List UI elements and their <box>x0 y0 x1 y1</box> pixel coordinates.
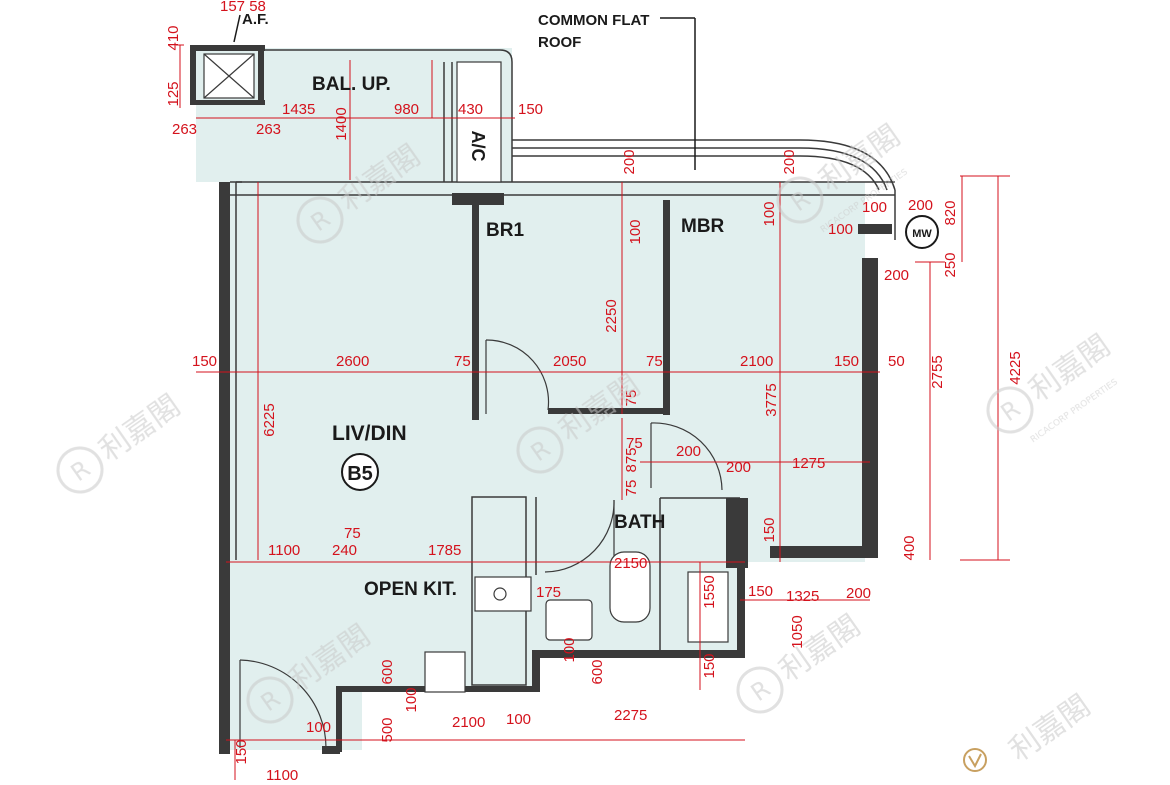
dim-75-door: 75 <box>626 435 643 452</box>
balcony-label: BAL. UP. <box>312 74 391 95</box>
dim-4225: 4225 <box>1007 351 1024 384</box>
fixtures <box>203 53 729 693</box>
dim-2250: 2250 <box>603 299 620 332</box>
dim-600-mid: 600 <box>589 659 606 684</box>
dim-1785: 1785 <box>428 542 461 559</box>
dim-820: 820 <box>942 200 959 225</box>
dim-200-right: 200 <box>884 267 909 284</box>
dim-150-door: 150 <box>233 739 250 764</box>
dim-200-door: 200 <box>676 443 701 460</box>
room-labels: A.F. COMMON FLAT ROOF BAL. UP. BR1 MBR L… <box>242 11 725 600</box>
br1-label: BR1 <box>486 220 524 241</box>
dim-200-mw: 200 <box>908 197 933 214</box>
watermark-logo: R <box>996 395 1026 428</box>
dim-50: 50 <box>888 353 905 370</box>
dim-2050: 2050 <box>553 353 586 370</box>
dim-75-bath: 75 <box>623 480 640 497</box>
dim-3775: 3775 <box>763 383 780 416</box>
dim-150-mbr: 150 <box>834 353 859 370</box>
dim-1400: 1400 <box>333 107 350 140</box>
dim-600-left: 600 <box>379 659 396 684</box>
dim-100-mbr: 100 <box>761 201 778 226</box>
common-flat-roof-label-line1: COMMON FLAT <box>538 12 649 29</box>
mw-label: MW <box>912 228 932 240</box>
watermark-5: R 利嘉閣 RICACORP PROPERTIES <box>986 328 1120 445</box>
dim-240: 240 <box>332 542 357 559</box>
dim-150-bath: 150 <box>761 517 778 542</box>
dimension-lines <box>176 44 1010 780</box>
dimension-texts-vertical: 410 125 1400 200 200 100 100 820 250 225… <box>165 25 1024 764</box>
unit-label: B5 <box>347 463 373 485</box>
mw-symbol: MW <box>905 215 939 249</box>
watermark-8: 利嘉閣 <box>1003 688 1097 768</box>
dim-75-kit: 75 <box>344 525 361 542</box>
unit-badge <box>341 453 379 491</box>
dim-150-top: 150 <box>518 101 543 118</box>
dim-100-left: 100 <box>403 687 420 712</box>
dimension-texts: 157 58 263 263 1435 980 430 150 100 100 … <box>172 0 933 784</box>
walls <box>190 45 892 754</box>
dim-1325: 1325 <box>786 588 819 605</box>
dim-100-bottom: 100 <box>506 711 531 728</box>
watermark-2: R 利嘉閣 <box>56 388 187 494</box>
dim-100-mw-left: 100 <box>828 221 853 238</box>
af-label: A.F. <box>242 11 269 28</box>
dim-875: 875 <box>623 447 640 472</box>
living-dining-label: LIV/DIN <box>332 422 407 445</box>
dim-200-ext: 200 <box>846 585 871 602</box>
dim-2275: 2275 <box>614 707 647 724</box>
dim-410: 410 <box>165 25 182 50</box>
bath-label: BATH <box>614 512 665 533</box>
dim-1435: 1435 <box>282 101 315 118</box>
dim-500: 500 <box>379 717 396 742</box>
dim-100-mid: 100 <box>561 637 578 662</box>
dim-250: 250 <box>942 252 959 277</box>
dim-100-mw-top: 100 <box>862 199 887 216</box>
dim-1550: 1550 <box>701 575 718 608</box>
dim-6225: 6225 <box>261 403 278 436</box>
dim-2150: 2150 <box>614 555 647 572</box>
dim-980: 980 <box>394 101 419 118</box>
watermark-chinese: 利嘉閣 <box>773 608 867 688</box>
dim-400: 400 <box>901 535 918 560</box>
watermark-chinese: 利嘉閣 <box>1003 688 1097 768</box>
dim-175: 175 <box>536 584 561 601</box>
watermark-logo: R <box>66 455 96 488</box>
dim-200-br1: 200 <box>621 149 638 174</box>
dim-430: 430 <box>458 101 483 118</box>
dim-1275: 1275 <box>792 455 825 472</box>
brand-mark-icon <box>963 748 987 772</box>
dim-263-left: 263 <box>172 121 197 138</box>
dim-1100-bottom: 1100 <box>266 767 298 784</box>
watermark-logo: R <box>746 675 776 708</box>
open-kitchen-label: OPEN KIT. <box>364 579 457 600</box>
dim-2100-mbr: 2100 <box>740 353 773 370</box>
dim-75-v: 75 <box>623 390 640 407</box>
dim-75-br1: 75 <box>454 353 471 370</box>
mbr-label: MBR <box>681 216 725 237</box>
common-flat-roof-label-line2: ROOF <box>538 34 581 51</box>
door-swings <box>239 339 723 749</box>
ac-label: A/C <box>468 131 488 162</box>
dim-150-ext: 150 <box>748 583 773 600</box>
dim-100-bottom-left: 100 <box>306 719 331 736</box>
dim-2100-bottom: 2100 <box>452 714 485 731</box>
dim-200-bath: 200 <box>726 459 751 476</box>
dim-150-bottom: 150 <box>701 653 718 678</box>
top-cut-label: 157 58 <box>220 0 266 15</box>
dim-263-right: 263 <box>256 121 281 138</box>
roof-leader <box>233 14 696 170</box>
dim-2600: 2600 <box>336 353 369 370</box>
dim-2755: 2755 <box>929 355 946 388</box>
dim-125: 125 <box>165 81 182 106</box>
dim-1050: 1050 <box>789 615 806 648</box>
dim-1100-kit: 1100 <box>268 542 300 559</box>
dim-75-mbr: 75 <box>646 353 663 370</box>
dim-200-mbr: 200 <box>781 149 798 174</box>
dim-100-br1: 100 <box>627 219 644 244</box>
watermark-chinese: 利嘉閣 <box>93 388 187 468</box>
dim-150-left: 150 <box>192 353 217 370</box>
